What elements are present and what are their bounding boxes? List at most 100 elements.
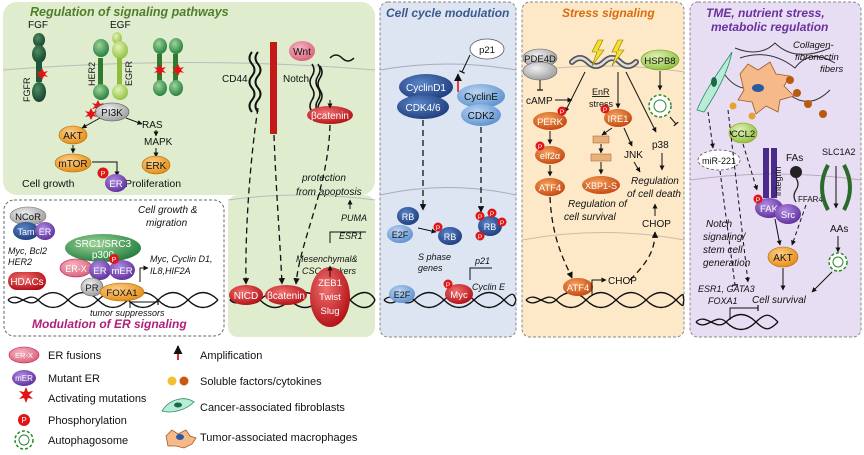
- cycline-gene-label: Cyclin E: [472, 282, 506, 292]
- erk-label: ERK: [146, 161, 167, 172]
- notch-receptor: [270, 42, 277, 134]
- cytokine-icon: [793, 89, 801, 97]
- fgf-label: FGF: [28, 20, 48, 31]
- er-membrane-icon: [570, 56, 638, 68]
- er-top-label: ER: [109, 179, 122, 190]
- activating-mutation-icon: [85, 108, 97, 120]
- hspb8-label: HSPB8: [644, 56, 675, 67]
- collagen-line3: fibers: [820, 64, 843, 75]
- ire1-node: [604, 109, 632, 127]
- dashed-arrow: [629, 231, 659, 281]
- phospho-p: P: [478, 234, 482, 241]
- mapk-label: MAPK: [144, 137, 173, 148]
- p300-label: p300: [92, 250, 115, 261]
- lightning-icon: [591, 39, 605, 67]
- ras-label: RAS: [142, 120, 163, 131]
- chop-gene-label: CHOP: [608, 276, 637, 287]
- legend-erx-symbol: ER-X: [15, 351, 33, 360]
- mtor-node: [54, 153, 92, 173]
- her2-label: HER2: [87, 62, 97, 86]
- cytokine-icon: [729, 102, 737, 110]
- rb-phospho-node: [438, 227, 462, 245]
- arrow: [417, 227, 437, 234]
- e2f-node: [387, 225, 413, 243]
- aas-label: AAs: [830, 224, 848, 235]
- pr-label: PR: [85, 283, 98, 294]
- notch-line3: stem cell: [703, 245, 743, 256]
- survival-line2: cell survival: [564, 212, 616, 223]
- xbp1s-label: XBP1-S: [585, 181, 617, 191]
- hdacs-label: HDACs: [10, 277, 43, 288]
- cyclind1-node: [399, 74, 453, 100]
- legend-erx-label: ER fusions: [48, 350, 102, 362]
- dashed-arrow: [742, 143, 759, 191]
- cdk2-label: CDK2: [468, 111, 495, 122]
- myc-bcl2-line1: Myc, Bcl2: [8, 246, 47, 256]
- myc-bcl2-line2: HER2: [8, 257, 32, 267]
- autophagosome-icon: [832, 256, 844, 268]
- ccl2-label: CCL2: [731, 129, 755, 140]
- autophagosome-icon: [828, 252, 848, 272]
- gene-arrow: [591, 277, 607, 296]
- inhibition-arrow: [669, 116, 679, 127]
- phospho-icon: [475, 231, 485, 241]
- inhibition-arrow: [719, 170, 739, 286]
- arrow: [92, 161, 120, 177]
- receptor-ecd: [153, 38, 167, 54]
- rb-phospho-label: RB: [444, 232, 457, 242]
- eif2a-label: eIf2α: [540, 151, 560, 161]
- frizzled-icon: [309, 63, 315, 113]
- mer-node: [109, 260, 135, 280]
- rb-hyper-label: RB: [484, 222, 497, 232]
- membrane-line: [379, 63, 517, 71]
- chop-label: CHOP: [642, 219, 671, 230]
- arrow: [811, 271, 833, 293]
- her2-ecd: [93, 39, 109, 57]
- survival-line1: Regulation of: [568, 199, 628, 210]
- egf-ligand: [112, 32, 122, 44]
- arrow: [633, 161, 641, 173]
- phospho-p: P: [603, 107, 607, 114]
- xbp1-mrna-icon: [592, 135, 610, 144]
- slug-label: Slug: [320, 306, 339, 317]
- legend-mer-symbol: mER: [15, 374, 33, 383]
- phospho-icon: [487, 208, 497, 218]
- mesenchymal-line1: Mesenchymal&: [296, 254, 358, 264]
- enr-label: EnR: [592, 87, 610, 97]
- notch-label: Notch: [283, 74, 309, 85]
- rb-label: RB: [402, 212, 415, 222]
- death-line1: Regulation: [631, 176, 679, 187]
- e2f-nuclear-node: [389, 285, 415, 303]
- legend-phospho-label: Phosphorylation: [48, 415, 127, 427]
- cytokine-icon: [819, 110, 827, 118]
- phospho-p: P: [560, 109, 564, 116]
- egfr-label: EGFR: [124, 60, 134, 86]
- legend-tam-label: Tumor-associated macrophages: [200, 432, 358, 444]
- perk-label: PERK: [537, 117, 564, 128]
- atf4-nuclear-label: ATF4: [567, 283, 590, 294]
- slc1a2-label: SLC1A2: [822, 147, 856, 157]
- proliferation-label: Proliferation: [125, 178, 181, 190]
- fgfr-receptor: [32, 45, 46, 63]
- rb-node: [397, 207, 419, 225]
- autophagosome-icon: [653, 99, 667, 113]
- membrane-line: [2, 62, 376, 71]
- erk-node: [141, 155, 171, 175]
- receptor-kinase: [153, 80, 167, 96]
- atf4-nuclear-node: [563, 278, 593, 296]
- er-title: Modulation of ER signaling: [32, 317, 187, 331]
- legend-autophagosome-icon: [14, 430, 34, 450]
- stress-label: stress: [589, 99, 614, 109]
- fatty-acid-icon: [790, 166, 802, 178]
- ffar4-label: FFAR4: [798, 195, 823, 204]
- cycline-label: CyclinE: [464, 92, 498, 103]
- wnt-ligand: [289, 41, 315, 61]
- phospho-p: P: [490, 211, 494, 218]
- cdk46-node: [397, 95, 449, 119]
- esr1-gata3-line2: FOXA1: [708, 296, 738, 306]
- nicd-label: NICD: [234, 291, 258, 302]
- twist-label: Twist: [319, 292, 341, 303]
- notch-line4: generation: [703, 258, 751, 269]
- integrin-label: integrin: [773, 166, 783, 196]
